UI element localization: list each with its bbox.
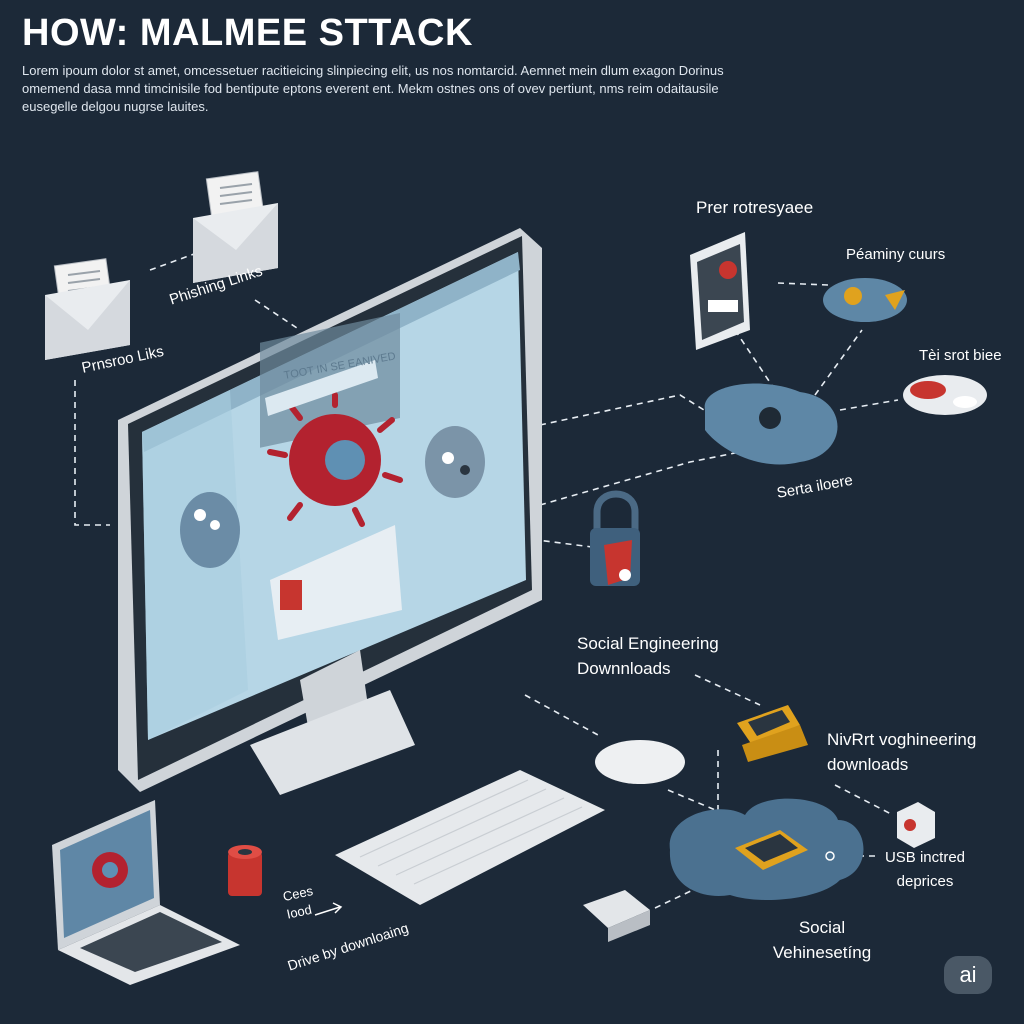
lock-icon — [590, 490, 640, 586]
tablet-illustration — [690, 232, 750, 350]
envelope-icon — [45, 258, 130, 360]
envelope-icon — [193, 171, 278, 283]
label-nivrt-voghineering-downloads: NivRrt voghineering downloads — [827, 730, 977, 774]
mouse-icon — [595, 740, 685, 784]
intro-paragraph: Lorem ipoum dolor st amet, omcessetuer r… — [22, 63, 724, 114]
keyboard-icon — [335, 770, 605, 905]
gear-icon — [823, 278, 907, 322]
label-tei-srot-biee: Tèi srot biee — [919, 347, 1002, 364]
label-social-engineering-downloads: Social Engineering Downnloads — [577, 634, 719, 678]
label-peaminy-cuurs: Péaminy cuurs — [846, 246, 946, 263]
label-usb-inctred-deprices: USB inctred deprices — [884, 849, 966, 890]
monitor-illustration — [118, 228, 542, 795]
label-social-vehinesetting: Social Vehinesetíng — [772, 918, 872, 962]
ai-badge: ai — [944, 956, 992, 994]
label-prer-rotresyaee: Prer rotresyaee — [696, 198, 814, 217]
laptop-icon — [52, 800, 240, 985]
page-title: HOW: MALMEE STTACK — [22, 12, 473, 54]
cup-icon — [228, 845, 262, 896]
usb-drive-icon — [583, 890, 650, 928]
